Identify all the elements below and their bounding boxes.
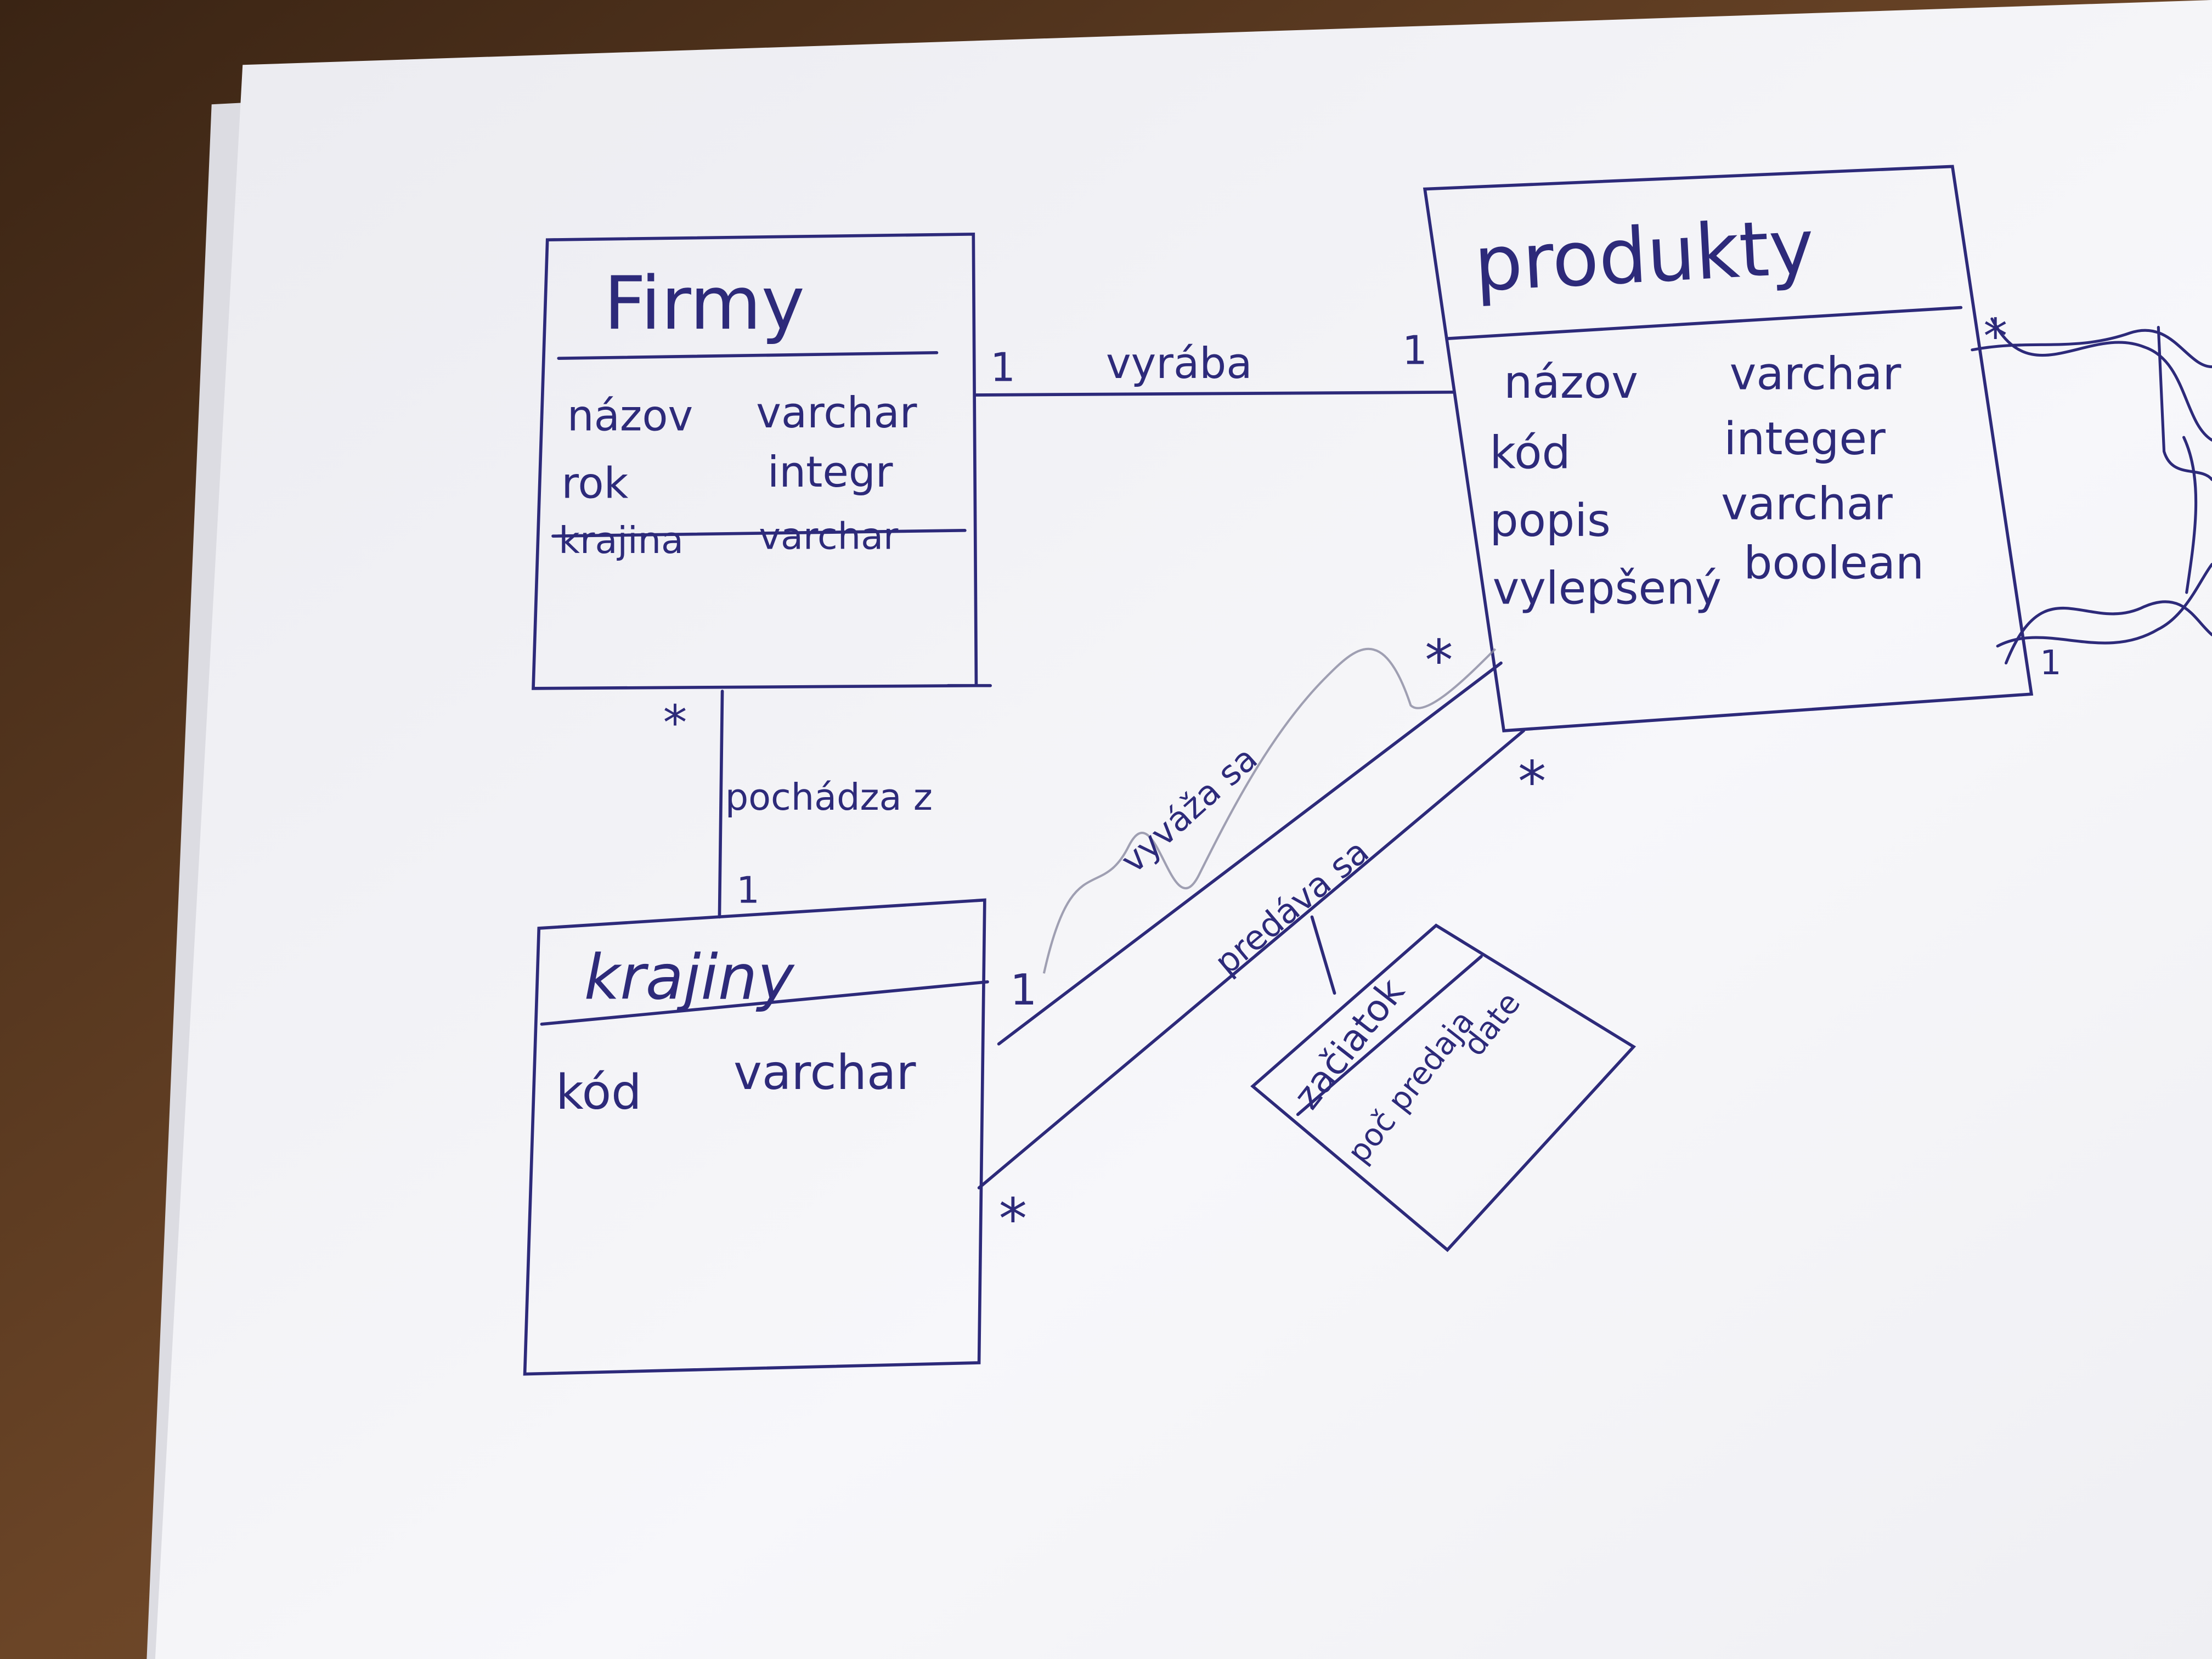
firmy-attr-name: názov (567, 391, 693, 441)
zaciatok-divider (1296, 955, 1483, 1116)
paper-sheet (155, 0, 2212, 1659)
krajiny-attr-type: varchar (733, 1045, 916, 1101)
vyvaza-top-cardinality: * (1425, 628, 1453, 693)
self-loop-3 (2157, 326, 2212, 481)
krajiny-attributes: kód varchar (556, 1045, 916, 1120)
predava-top-cardinality: * (1518, 750, 1546, 815)
entity-zaciatok (1250, 923, 1637, 1252)
vyraba-label: vyrába (1106, 339, 1252, 388)
self-loop-1 (1971, 329, 2212, 369)
firmy-attr-type: varchar (756, 388, 917, 438)
firmy-title: Firmy (604, 261, 805, 346)
produkty-attributes: názov varchar kód integer popis varchar … (1489, 348, 1924, 615)
firmy-attr-name: rok (561, 459, 628, 509)
self-loop-4 (1996, 563, 2212, 648)
krajiny-title: krajiny (584, 941, 795, 1014)
produkty-attr-type: boolean (1743, 537, 1924, 589)
firmy-attributes: názov varchar rok integr krajina varchar (558, 388, 917, 562)
produkty-box (1423, 165, 2034, 733)
produkty-attr-type: integer (1724, 413, 1886, 465)
produkty-attr-name: kód (1489, 427, 1570, 479)
predava-bottom-cardinality: * (999, 1187, 1027, 1252)
self-loop-6 (2182, 436, 2198, 594)
firmy-attr-type: integr (768, 448, 893, 497)
krajiny-box (523, 898, 986, 1376)
entity-produkty (1423, 165, 2034, 733)
vyvaza-bottom-cardinality: 1 (1010, 966, 1037, 1015)
zaciatok-link (1310, 915, 1336, 995)
firmy-attr-type: varchar (759, 515, 899, 557)
produkty-attr-name: popis (1489, 495, 1611, 547)
scribble-marks (1042, 647, 1497, 974)
produkty-attr-name: názov (1504, 357, 1638, 409)
self-bottom-cardinality: 1 (2040, 643, 2061, 682)
zaciatok-box (1250, 923, 1637, 1252)
self-loop-5 (2005, 600, 2212, 665)
produkty-attr-name: vylepšený (1493, 563, 1722, 615)
firmy-attr-name: krajina (558, 519, 684, 562)
entity-krajiny (523, 898, 989, 1376)
pochadza-bottom-cardinality: 1 (736, 869, 760, 912)
krajiny-divider (540, 980, 989, 1026)
pochadza-top-cardinality: * (663, 695, 687, 751)
pochadza-label: pochádza z (725, 776, 933, 819)
predava-line (977, 729, 1525, 1189)
self-loop-2 (1990, 317, 2212, 442)
produkty-divider (1446, 306, 1963, 340)
produkty-attr-type: varchar (1721, 478, 1893, 530)
firmy-divider (557, 351, 939, 360)
firmy-strike (551, 529, 967, 538)
pochadza-line (718, 690, 724, 919)
vyraba-right-cardinality: 1 (1402, 327, 1427, 373)
relation-lines (718, 391, 1525, 1189)
vyvaza-line (997, 661, 1503, 1046)
produkty-attr-type: varchar (1730, 348, 1901, 400)
relation-self (1971, 317, 2212, 665)
vyraba-line (974, 391, 1455, 397)
krajiny-attr-name: kód (556, 1064, 641, 1120)
scribble-vyvaza (1042, 647, 1497, 974)
self-top-cardinality: * (1983, 308, 2007, 364)
vyraba-left-cardinality: 1 (990, 344, 1015, 390)
produkty-title: produkty (1472, 202, 1816, 308)
